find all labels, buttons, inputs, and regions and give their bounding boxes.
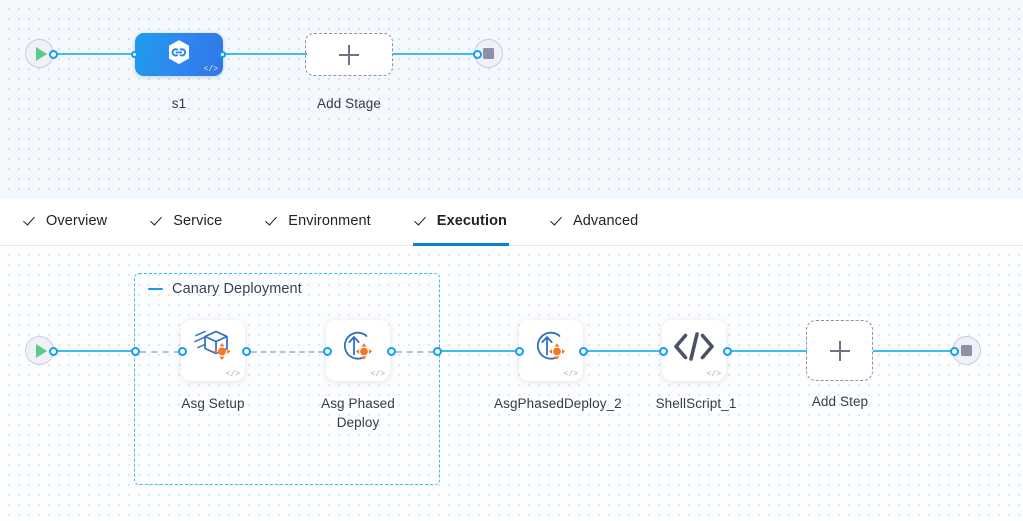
shell-script-code-icon	[670, 329, 718, 368]
stop-icon	[961, 345, 972, 356]
check-icon	[151, 214, 165, 228]
s1-left-connector-dot[interactable]	[131, 51, 138, 58]
link-start-to-s1	[55, 53, 136, 56]
step-code-badge: </>	[225, 370, 240, 379]
tab-service[interactable]: Service	[151, 196, 222, 246]
link-s1-to-add-stage	[225, 53, 307, 56]
tab-label: Service	[173, 212, 223, 229]
check-icon	[551, 214, 565, 228]
step-label-asg-setup: Asg Setup	[181, 396, 245, 411]
s1-right-connector-dot[interactable]	[219, 51, 226, 58]
dot-grid-background	[0, 0, 1023, 196]
asg-setup-right-connector-dot[interactable]	[242, 347, 251, 356]
stage-tabs[interactable]: Overview Service Environment Execution A…	[0, 196, 1023, 246]
tab-environment[interactable]: Environment	[266, 196, 371, 246]
tab-label: Execution	[436, 212, 507, 229]
pipeline-end-node[interactable]	[474, 39, 503, 68]
step-node-shellscript-1[interactable]: </>	[662, 320, 726, 381]
play-icon	[35, 343, 47, 358]
step-code-badge: </>	[706, 370, 721, 379]
group-entry-connector-dot[interactable]	[131, 347, 140, 356]
shellscript-1-right-connector-dot[interactable]	[723, 347, 732, 356]
tab-overview[interactable]: Overview	[24, 196, 107, 246]
step-code-badge: </>	[563, 370, 578, 379]
asg-phased-deploy-icon	[337, 326, 379, 371]
add-step-button[interactable]	[806, 320, 873, 381]
step-node-asgphaseddeploy-2[interactable]: </>	[519, 320, 583, 381]
plus-icon	[339, 44, 359, 65]
asg-phased-deploy-right-connector-dot[interactable]	[387, 347, 396, 356]
asg-phased-deploy-left-connector-dot[interactable]	[323, 347, 332, 356]
step-label-asg-phased-deploy: Asg Phased Deploy	[321, 396, 395, 430]
tab-label: Environment	[288, 212, 371, 229]
execution-canvas[interactable]: Canary Deployment	[0, 246, 1023, 521]
step-group-header[interactable]: Canary Deployment	[148, 281, 302, 297]
plus-icon	[829, 340, 850, 361]
stop-icon	[483, 48, 494, 59]
group-exit-connector-dot[interactable]	[433, 347, 442, 356]
asg-setup-left-connector-dot[interactable]	[178, 347, 187, 356]
asgphaseddeploy-2-left-connector-dot[interactable]	[515, 347, 524, 356]
stage-label-s1: s1	[171, 96, 187, 111]
step-group-title: Canary Deployment	[172, 281, 302, 297]
link-start-to-group	[55, 350, 137, 353]
execution-end-connector-dot[interactable]	[950, 347, 959, 356]
tab-label: Overview	[46, 212, 108, 229]
dot-grid-background	[0, 246, 1023, 521]
link-asg-setup-to-asg-phased-deploy	[251, 351, 324, 353]
stage-code-badge: </>	[203, 65, 218, 74]
link-group-entry-to-asg-setup	[140, 351, 180, 353]
link-shellscript-1-to-add-step	[729, 350, 807, 353]
add-step-label: Add Step	[811, 394, 869, 409]
step-code-badge: </>	[370, 370, 385, 379]
step-group-canary-deployment[interactable]	[134, 273, 440, 485]
end-connector-dot[interactable]	[473, 50, 482, 59]
step-node-asg-setup[interactable]: </>	[181, 320, 245, 381]
add-stage-button[interactable]	[305, 33, 393, 76]
link-add-step-to-end	[873, 350, 956, 353]
start-connector-dot[interactable]	[49, 50, 58, 59]
tab-execution[interactable]: Execution	[412, 196, 510, 246]
asgphaseddeploy-2-right-connector-dot[interactable]	[579, 347, 588, 356]
step-label-asgphaseddeploy-2: AsgPhasedDeploy_2	[494, 396, 622, 411]
tab-label: Advanced	[573, 212, 639, 229]
shellscript-1-left-connector-dot[interactable]	[659, 347, 668, 356]
asg-setup-box-icon	[191, 326, 235, 371]
asg-phased-deploy-icon	[530, 326, 572, 371]
minus-icon[interactable]	[148, 287, 163, 291]
stage-node-s1[interactable]: </>	[135, 33, 223, 76]
step-label-shellscript-1: ShellScript_1	[655, 396, 737, 411]
execution-start-connector-dot[interactable]	[49, 347, 58, 356]
add-stage-label: Add Stage	[317, 96, 381, 111]
play-icon	[35, 46, 47, 61]
service-hexagon-icon	[162, 35, 196, 74]
link-asgphaseddeploy-2-to-shellscript-1	[585, 350, 661, 353]
check-icon	[24, 214, 38, 228]
link-add-stage-to-end	[393, 53, 478, 56]
link-group-to-asgphaseddeploy-2	[441, 350, 519, 353]
stage-canvas[interactable]: </> s1 Add Stage	[0, 0, 1023, 196]
tab-advanced[interactable]: Advanced	[551, 196, 638, 246]
check-icon	[415, 214, 429, 228]
link-asg-phased-deploy-to-group-exit	[396, 351, 434, 353]
step-node-asg-phased-deploy[interactable]: </>	[326, 320, 390, 381]
check-icon	[266, 214, 280, 228]
